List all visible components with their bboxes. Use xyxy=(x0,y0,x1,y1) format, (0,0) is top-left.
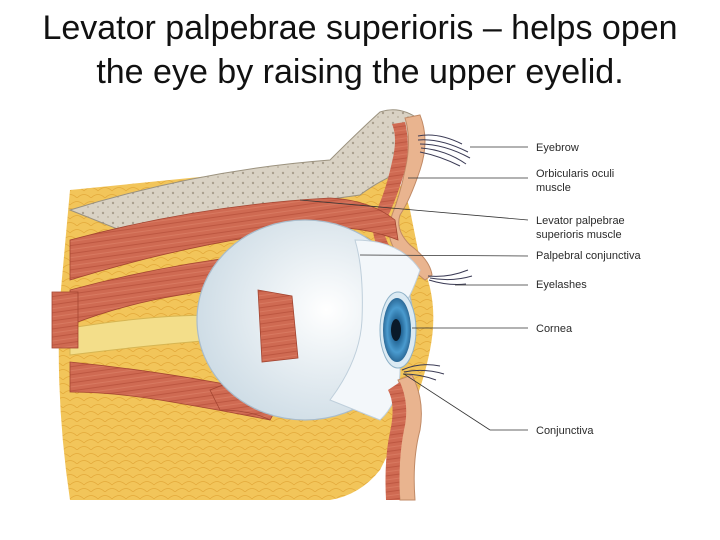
label-cornea: Cornea xyxy=(536,323,573,335)
slide-title: Levator palpebrae superioris – helps ope… xyxy=(0,6,720,94)
orbicularis-lower xyxy=(385,382,407,500)
eye-anatomy-figure: Eyebrow Orbicularis oculi muscle Levator… xyxy=(0,100,720,540)
label-eyebrow: Eyebrow xyxy=(536,142,579,154)
pupil xyxy=(391,319,401,341)
label-levator-line1: Levator palpebrae xyxy=(536,215,625,227)
leader-lines xyxy=(299,146,529,431)
title-line-2: the eye by raising the upper eyelid. xyxy=(96,53,624,91)
upper-eyelid-skin xyxy=(388,114,433,281)
upper-eyelashes xyxy=(427,269,473,285)
title-line-1: Levator palpebrae superioris – helps ope… xyxy=(42,9,678,47)
lower-eyelashes xyxy=(401,364,445,381)
label-orbicularis-line2: muscle xyxy=(536,182,571,194)
rectus-tendon xyxy=(257,289,299,363)
label-conjunctiva: Conjunctiva xyxy=(536,425,594,437)
label-orbicularis-line1: Orbicularis oculi xyxy=(536,168,614,180)
label-levator-line2: superioris muscle xyxy=(536,229,622,241)
eyebrow-hairs xyxy=(417,134,471,167)
muscle-stub-left xyxy=(51,291,79,349)
eye-anatomy-svg: Eyebrow Orbicularis oculi muscle Levator… xyxy=(51,109,641,501)
levator-muscle xyxy=(69,197,399,281)
label-eyelashes: Eyelashes xyxy=(536,279,587,291)
conjunctiva-cover xyxy=(329,239,421,421)
label-palpebral-conjunctiva: Palpebral conjunctiva xyxy=(536,250,641,262)
